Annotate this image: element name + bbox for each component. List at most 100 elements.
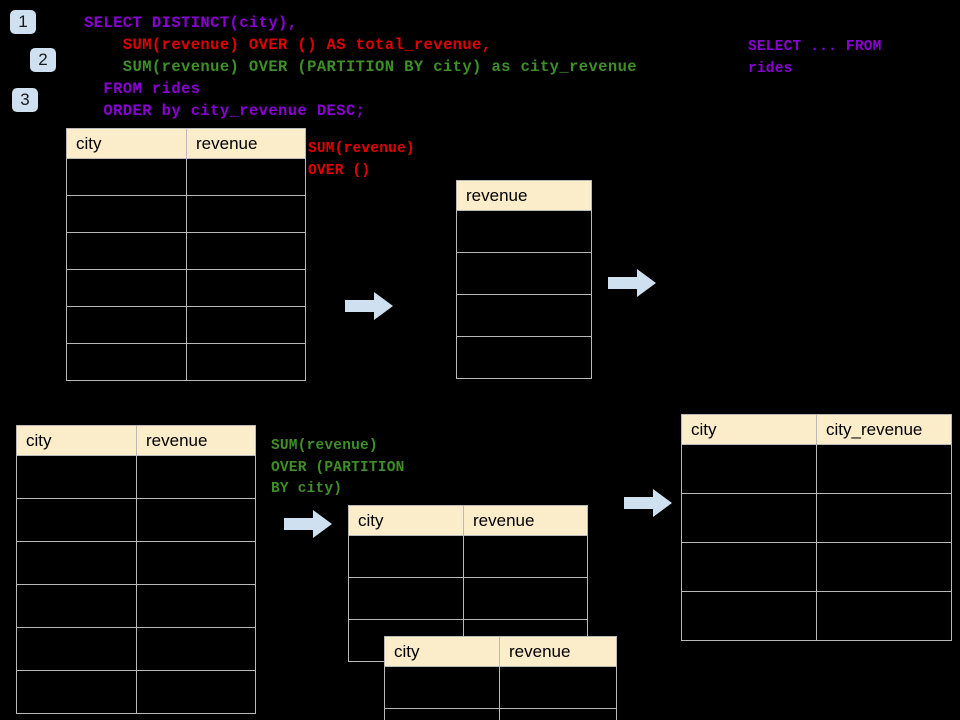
table-cell <box>16 627 137 671</box>
column-header-city: city <box>16 425 137 456</box>
table-cell <box>456 336 592 379</box>
table-cell <box>136 670 256 714</box>
table-cell <box>66 232 187 270</box>
table-cell <box>186 269 306 307</box>
table-cell <box>16 670 137 714</box>
table-row <box>16 627 256 671</box>
table-cell <box>186 195 306 233</box>
column-header-city: city <box>348 505 464 536</box>
table-row <box>681 493 952 543</box>
column-header-revenue: revenue <box>463 505 588 536</box>
arrow-total-to-result <box>608 269 656 297</box>
table-cell <box>16 498 137 542</box>
table-row <box>16 541 256 585</box>
table-cell <box>681 444 817 494</box>
table-row <box>384 708 617 720</box>
table-header-row: revenue <box>456 180 592 211</box>
table-row <box>456 210 592 253</box>
column-header-city: city <box>681 414 817 445</box>
column-header-city_revenue: city_revenue <box>816 414 952 445</box>
column-header-revenue: revenue <box>136 425 256 456</box>
table-cell <box>816 493 952 543</box>
sql-line-3: SUM(revenue) OVER (PARTITION BY city) as… <box>84 58 637 76</box>
table-row <box>681 444 952 494</box>
table-row <box>456 252 592 295</box>
column-header-city: city <box>66 128 187 159</box>
table-row <box>16 584 256 628</box>
table-cell <box>16 584 137 628</box>
sql-line-1: SELECT DISTINCT(city), <box>84 14 298 32</box>
table-cell <box>136 584 256 628</box>
table-cell <box>384 666 500 709</box>
table-cell <box>66 306 187 344</box>
table-cell <box>66 269 187 307</box>
arrow-source-to-partition <box>284 510 332 538</box>
table-cell <box>186 232 306 270</box>
table-cell <box>816 542 952 592</box>
table-row <box>384 666 617 709</box>
table-cell <box>186 306 306 344</box>
table-row <box>66 343 306 381</box>
table-cell <box>136 627 256 671</box>
table-cell <box>66 195 187 233</box>
table-cell <box>186 158 306 196</box>
table-row <box>681 591 952 641</box>
arrow-source-to-total <box>345 292 393 320</box>
table-cell <box>136 498 256 542</box>
sum-over-partition-note: SUM(revenue) OVER (PARTITION BY city) <box>271 438 405 497</box>
table-cell <box>681 493 817 543</box>
table-cell <box>463 577 588 620</box>
table-row <box>66 269 306 307</box>
table-cell <box>384 708 500 720</box>
column-header-revenue: revenue <box>186 128 306 159</box>
table-row <box>456 336 592 379</box>
sql-line-2: SUM(revenue) OVER () AS total_revenue, <box>84 36 492 54</box>
table-cell <box>348 535 464 578</box>
table-cell <box>136 455 256 499</box>
table-cell <box>186 343 306 381</box>
table-row <box>16 455 256 499</box>
arrow-partition-to-result <box>624 489 672 517</box>
table-row <box>66 232 306 270</box>
column-header-revenue: revenue <box>499 636 617 667</box>
table-cell <box>816 444 952 494</box>
table-cell <box>136 541 256 585</box>
step-badge-2: 2 <box>30 48 56 72</box>
table-cell <box>816 591 952 641</box>
column-header-city: city <box>384 636 500 667</box>
sql-line-5: ORDER by city_revenue DESC; <box>84 102 366 120</box>
table-row <box>681 542 952 592</box>
table-cell <box>16 455 137 499</box>
table-cell <box>456 294 592 337</box>
table-cell <box>681 591 817 641</box>
table-cell <box>348 577 464 620</box>
table-row <box>348 577 588 620</box>
select-from-rides-note: SELECT ... FROM rides <box>748 39 882 77</box>
table-cell <box>16 541 137 585</box>
table-row <box>348 535 588 578</box>
step-badge-3: 3 <box>12 88 38 112</box>
table-cell <box>681 542 817 592</box>
total-revenue-table: revenue <box>456 180 592 379</box>
table-cell <box>499 666 617 709</box>
table-cell <box>66 158 187 196</box>
sql-line-4: FROM rides <box>84 80 201 98</box>
table-cell <box>456 252 592 295</box>
table-cell <box>456 210 592 253</box>
table-row <box>456 294 592 337</box>
sum-over-empty-note: SUM(revenue) OVER () <box>308 141 415 179</box>
table-row <box>16 670 256 714</box>
table-row <box>66 195 306 233</box>
column-header-revenue: revenue <box>456 180 592 211</box>
table-cell <box>499 708 617 720</box>
